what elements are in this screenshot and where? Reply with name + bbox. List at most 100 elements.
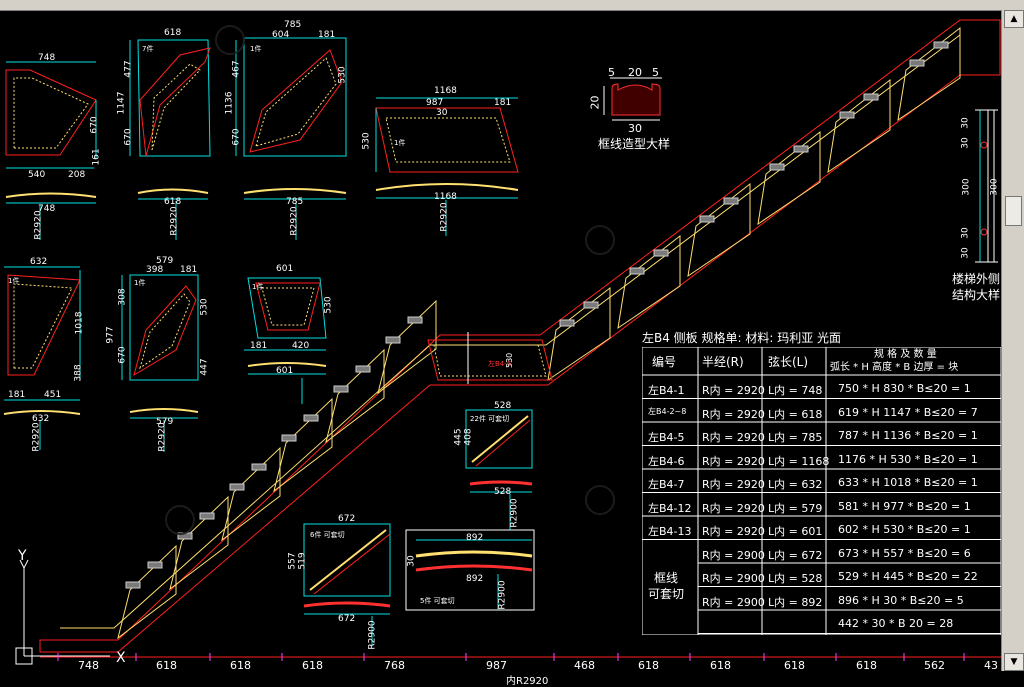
svg-text:左B4-6: 左B4-6 <box>488 359 512 368</box>
detail-dim-20a: 20 <box>628 66 642 79</box>
detail-dim-20b: 20 <box>588 95 602 110</box>
part-b4-13 <box>244 277 327 404</box>
part-b4-1 <box>5 61 97 240</box>
part6-count: 1件 <box>134 279 146 287</box>
spec-table-title: 左B4 侧板 规格单: 材料: 玛利亚 光面 <box>642 331 842 345</box>
step <box>229 483 245 491</box>
part6-arc: 579 <box>156 417 174 427</box>
part4-radius: R2920 <box>439 202 450 232</box>
col-header-id: 编号 <box>652 355 677 369</box>
part-b4-5 <box>235 37 347 240</box>
row-chord: L内 = 632 <box>768 478 823 491</box>
row-radius: R内 = 2920 <box>702 525 765 538</box>
row-id: 左B4-12 <box>648 501 692 515</box>
bottom-dim-label: 618 <box>230 659 251 672</box>
row-radius: R内 = 2920 <box>702 431 765 444</box>
part5-radius: R2920 <box>31 422 42 452</box>
axis-x-label: X <box>116 650 126 666</box>
bottom-dim-label: 618 <box>710 659 731 672</box>
part7-count: 1件 <box>252 283 264 291</box>
row-radius: R内 = 2920 <box>702 407 765 421</box>
part10-radius: R2900 <box>497 580 508 610</box>
part1-h2: 161 <box>91 148 102 166</box>
step <box>147 561 163 569</box>
window-top-bar <box>0 0 1024 11</box>
part10-width: 892 <box>466 533 484 543</box>
row-spec: 896 * H 30 * B≤20 = 5 <box>838 593 964 607</box>
part-frame-528 <box>465 409 533 530</box>
row-spec: 529 * H 445 * B≤20 = 22 <box>838 570 978 583</box>
part9-radius: R2900 <box>367 620 378 650</box>
part5-arc: 632 <box>32 414 50 424</box>
spec-table: 左B4 侧板 规格单: 材料: 玛利亚 光面 编号 半经(R) 弦长(L) 规 … <box>642 331 1002 635</box>
part3-w2: 604 <box>272 30 290 40</box>
part9-h2: 519 <box>297 552 308 570</box>
detail-dim-30: 30 <box>628 122 642 135</box>
bottom-radius-label: 内R2920 <box>506 676 549 687</box>
panel <box>325 348 385 444</box>
panel <box>827 78 891 174</box>
part-b4-12 <box>121 274 199 452</box>
row-spec: 673 * H 557 * B≤20 = 6 <box>838 546 971 560</box>
col-header-spec-sub: 弧长 * H 高度 * B 边厚 = 块 <box>830 362 959 373</box>
moulding-detail <box>603 77 662 121</box>
row-chord: L内 = 601 <box>768 525 823 538</box>
row-chord: L内 = 748 <box>768 384 823 397</box>
row-chord: L内 = 785 <box>768 431 823 444</box>
part-frame-672 <box>303 523 391 646</box>
step <box>559 319 575 327</box>
part7-width: 601 <box>276 264 294 274</box>
part3-radius: R2920 <box>289 206 300 236</box>
row-chord: L内 = 579 <box>768 501 823 515</box>
stair-panels-lower <box>117 299 437 640</box>
side-dim-3: 300 <box>961 178 972 196</box>
part1-radius: R2920 <box>33 210 44 240</box>
part1-w3: 208 <box>68 170 86 180</box>
step <box>839 111 855 119</box>
part6-w2: 398 <box>146 265 164 275</box>
svg-text:530: 530 <box>505 353 514 368</box>
part4-h2: 30 <box>436 108 448 118</box>
panel <box>377 299 437 395</box>
part6-h2: 308 <box>117 288 128 306</box>
side-dim-5: 30 <box>960 227 971 239</box>
part6-h4: 530 <box>199 298 210 316</box>
bottom-dim-label: 43 <box>984 659 998 672</box>
part1-height: 670 <box>89 116 100 134</box>
side-dim-6: 30 <box>960 247 971 259</box>
detail-dim-5b: 5 <box>652 66 659 79</box>
part3-w3: 181 <box>318 30 336 40</box>
step <box>863 93 879 101</box>
step <box>407 316 423 324</box>
group-label-line2: 可套切 <box>648 587 685 601</box>
ucs-icon <box>15 559 110 665</box>
bottom-dim-label: 618 <box>302 659 323 672</box>
step <box>333 385 349 393</box>
row-id: 左B4-13 <box>648 525 692 538</box>
side-label-line1: 楼梯外侧 <box>952 272 1001 286</box>
part1-arc: 748 <box>38 204 56 214</box>
step <box>629 267 645 275</box>
detail-dim-5a: 5 <box>608 66 615 79</box>
row-radius: R内 = 2920 <box>702 454 765 468</box>
stair-band <box>39 19 1001 653</box>
panel <box>897 26 961 122</box>
part3-count: 1件 <box>250 45 262 53</box>
part3-width: 785 <box>284 20 302 30</box>
part8-h2: 408 <box>463 428 474 446</box>
part-b4-6 <box>375 97 519 236</box>
part3-h3: 670 <box>231 128 242 146</box>
axis-y-label: Y <box>18 548 27 564</box>
scroll-down-icon[interactable]: ▼ <box>1004 653 1024 671</box>
part3-h4: 530 <box>337 66 348 84</box>
row-id: 左B4-5 <box>648 431 685 444</box>
part3-arc: 785 <box>286 197 304 207</box>
bottom-dim-label: 768 <box>384 659 405 672</box>
vertical-scrollbar[interactable]: ▲ ▼ <box>1001 10 1024 671</box>
panel <box>117 544 177 640</box>
scroll-thumb[interactable] <box>1005 196 1022 226</box>
part2-height: 1147 <box>116 91 127 115</box>
scroll-up-icon[interactable]: ▲ <box>1004 10 1024 28</box>
